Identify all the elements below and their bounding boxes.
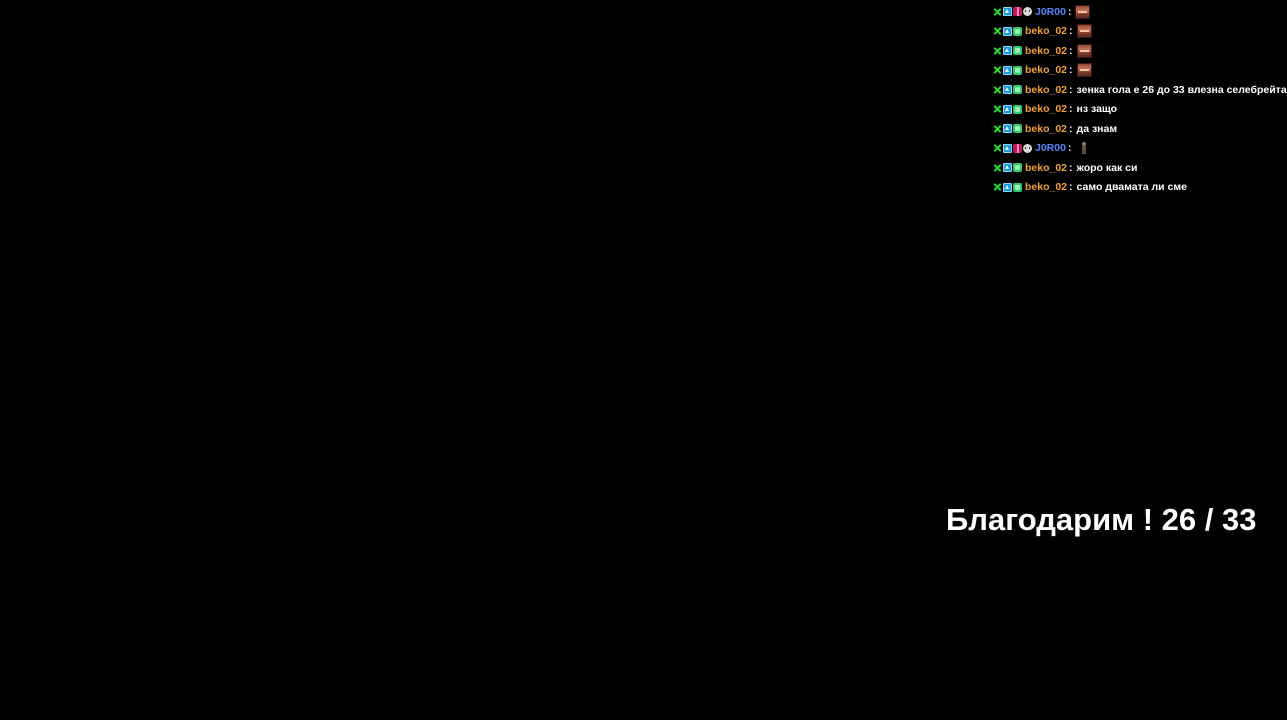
goal-counter-text: Благодарим ! 26 / 33 (946, 502, 1257, 537)
sword-icon (993, 46, 1002, 55)
gem-icon (1013, 163, 1022, 173)
box-emote-icon (1076, 63, 1092, 78)
box-emote-icon (1076, 24, 1092, 39)
vip-icon (1003, 7, 1012, 17)
chat-message: beko_02:да знам (993, 119, 1280, 139)
chat-separator: : (1067, 142, 1072, 155)
vip-icon (1003, 182, 1012, 192)
gem-icon (1013, 65, 1022, 75)
gem-icon (1013, 104, 1022, 114)
chat-username: beko_02 (1025, 161, 1068, 174)
chat-message-text: да знам (1076, 122, 1118, 135)
gem-icon (1013, 124, 1022, 134)
gem-icon (1013, 182, 1022, 192)
sword-icon (993, 183, 1002, 192)
vip-icon (1003, 85, 1012, 95)
box-emote-icon (1076, 43, 1092, 58)
sword-icon (993, 144, 1002, 153)
sword-icon (993, 7, 1002, 16)
badge-group (993, 65, 1022, 75)
badge-group (993, 85, 1022, 95)
chat-message-text: жоро как си (1076, 161, 1138, 174)
badge-group (993, 46, 1022, 56)
chat-message: beko_02: (993, 41, 1280, 61)
chat-username: beko_02 (1025, 122, 1068, 135)
gem-icon (1013, 46, 1022, 56)
badge-group (993, 7, 1032, 17)
chat-separator: : (1069, 161, 1073, 174)
chat-separator: : (1069, 181, 1073, 194)
badge-group (993, 124, 1022, 134)
vip-icon (1003, 143, 1012, 153)
chat-message: J0R00: (993, 2, 1280, 22)
sword-icon (993, 163, 1002, 172)
chat-username: beko_02 (1025, 181, 1068, 194)
chat-message: J0R00: (993, 139, 1280, 159)
chat-message-text: само двамата ли сме (1076, 181, 1187, 194)
chat-separator: : (1069, 83, 1073, 96)
vip-icon (1003, 65, 1012, 75)
vip-icon (1003, 124, 1012, 134)
badge-group (993, 163, 1022, 173)
skull-icon (1023, 7, 1032, 17)
vip-icon (1003, 46, 1012, 56)
chat-overlay: J0R00:beko_02:beko_02:beko_02:beko_02:зе… (993, 2, 1287, 198)
gift-icon (1013, 143, 1022, 153)
chat-username: J0R00 (1035, 5, 1066, 18)
vip-icon (1003, 163, 1012, 173)
chat-separator: : (1067, 5, 1072, 18)
chat-message-text: нз защо (1076, 103, 1118, 116)
skull-icon (1023, 143, 1032, 153)
badge-group (993, 182, 1022, 192)
vip-icon (1003, 104, 1012, 114)
chat-username: beko_02 (1025, 83, 1068, 96)
sword-icon (993, 27, 1002, 36)
vip-icon (1003, 26, 1012, 36)
chat-message: beko_02: (993, 61, 1280, 81)
gem-icon (1013, 26, 1022, 36)
badge-group (993, 26, 1022, 36)
chat-username: beko_02 (1025, 103, 1068, 116)
gift-icon (1013, 7, 1022, 17)
chat-separator: : (1069, 122, 1073, 135)
chat-username: beko_02 (1025, 25, 1068, 38)
badge-group (993, 143, 1032, 153)
box-emote-icon (1075, 4, 1091, 19)
sword-icon (993, 85, 1002, 94)
gem-icon (1013, 85, 1022, 95)
chat-message-text: зенка гола е 26 до 33 влезна селебрейта (1076, 83, 1287, 96)
chat-username: J0R00 (1035, 142, 1066, 155)
chat-separator: : (1069, 44, 1073, 57)
sword-icon (993, 124, 1002, 133)
chat-message: beko_02:зенка гола е 26 до 33 влезна сел… (993, 80, 1287, 100)
figure-emote-icon (1079, 142, 1089, 155)
chat-message: beko_02:нз защо (993, 100, 1280, 120)
sword-icon (993, 105, 1002, 114)
chat-message: beko_02:само двамата ли сме (993, 178, 1280, 198)
chat-separator: : (1069, 25, 1073, 38)
chat-separator: : (1069, 64, 1073, 77)
chat-username: beko_02 (1025, 44, 1068, 57)
badge-group (993, 104, 1022, 114)
chat-message: beko_02: (993, 22, 1280, 42)
sword-icon (993, 66, 1002, 75)
chat-username: beko_02 (1025, 64, 1068, 77)
chat-message: beko_02:жоро как си (993, 158, 1280, 178)
chat-separator: : (1069, 103, 1073, 116)
